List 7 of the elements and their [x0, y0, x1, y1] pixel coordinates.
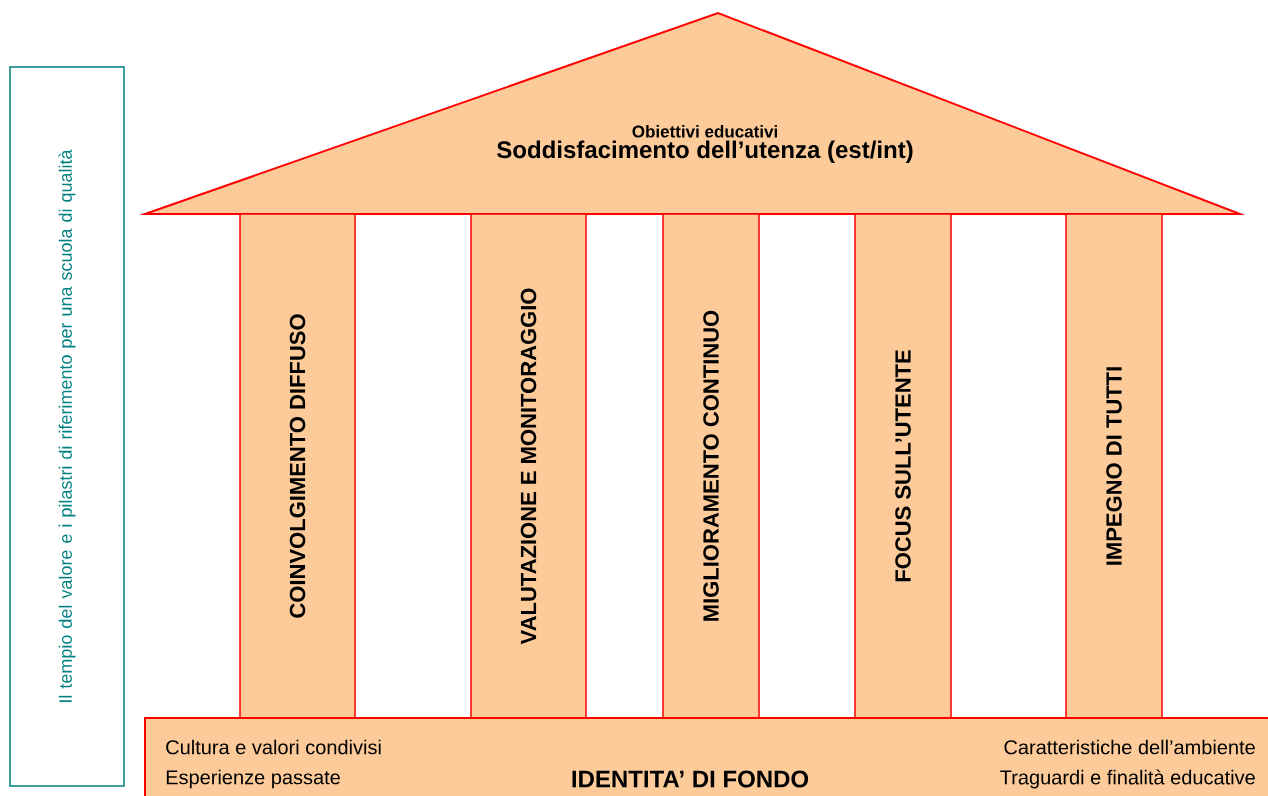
pillar: COINVOLGIMENTO DIFFUSO [239, 213, 356, 719]
title-box: Il tempio del valore e i pilastri di riferimento per una scuola di qualità [9, 66, 125, 787]
pillar: FOCUS SULL’UTENTE [854, 213, 952, 719]
pillar: IMPEGNO DI TUTTI [1065, 213, 1163, 719]
pillar: VALUTAZIONE E MONITORAGGIO [470, 213, 587, 719]
pillar: MIGLIORAMENTO CONTINUO [662, 213, 760, 719]
base-platform: Cultura e valori condivisi Esperienze passate IDENTITA’ DI FONDO Caratteristiche dell’ambiente Traguardi e finalità educative [144, 717, 1268, 796]
